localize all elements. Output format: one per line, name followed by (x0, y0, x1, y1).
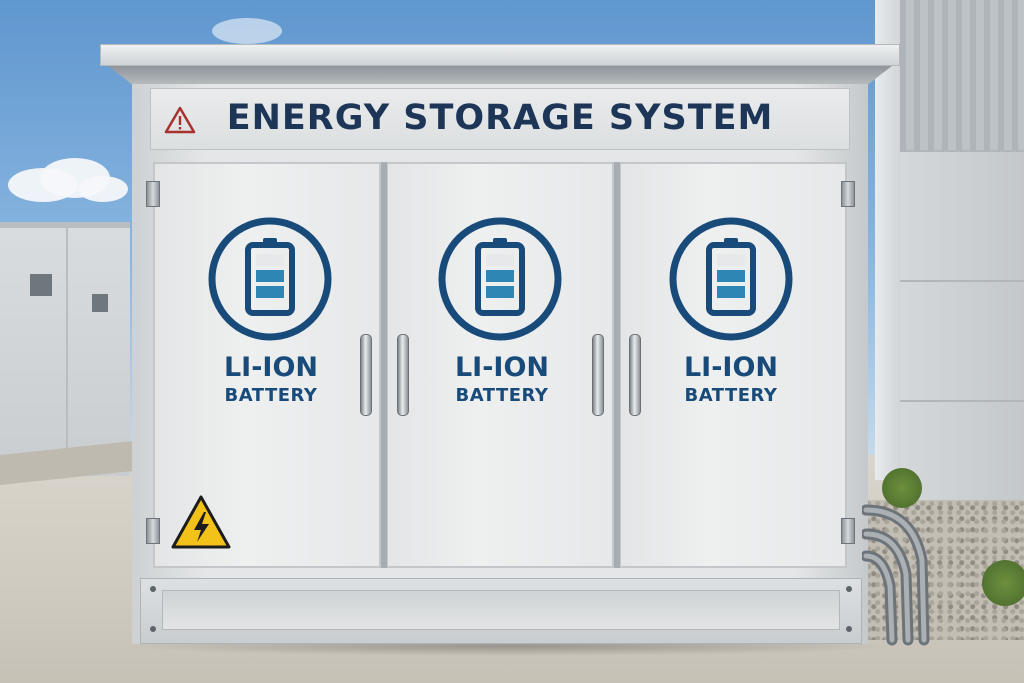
high-voltage-warning-icon (171, 495, 231, 549)
battery-icon (438, 217, 562, 341)
cabinet-banner (150, 88, 850, 150)
shrub (882, 468, 922, 508)
bolt (846, 626, 852, 632)
right-building-cladding (900, 0, 1024, 150)
door-hinge (146, 518, 160, 544)
door-label-primary: LI-ION (454, 352, 550, 383)
door-label-primary: LI-ION (223, 352, 319, 383)
door-label-primary: LI-ION (683, 352, 779, 383)
door-gap (381, 162, 387, 568)
cloud (212, 18, 282, 44)
roof-underside (108, 66, 892, 84)
warning-triangle-icon (164, 106, 196, 134)
bolt (150, 586, 156, 592)
cabinet-roof (100, 44, 900, 66)
bolt (150, 626, 156, 632)
door-label-secondary: BATTERY (455, 385, 549, 406)
wall-seam (66, 228, 68, 476)
door-handle[interactable] (592, 334, 604, 416)
door-handle[interactable] (397, 334, 409, 416)
cabinet-door[interactable] (619, 162, 847, 568)
door-label-secondary: BATTERY (684, 385, 778, 406)
door-label-secondary: BATTERY (224, 385, 318, 406)
door-gap (614, 162, 620, 568)
shrub (982, 560, 1024, 606)
door-hinge (841, 181, 855, 207)
wall-vent (30, 274, 52, 296)
wall-seam (900, 400, 1024, 402)
cable-conduits (862, 504, 930, 646)
left-building (0, 222, 130, 476)
door-hinge (841, 518, 855, 544)
battery-icon (208, 217, 332, 341)
battery-icon (669, 217, 793, 341)
banner-title: ENERGY STORAGE SYSTEM (226, 98, 774, 138)
door-handle[interactable] (629, 334, 641, 416)
wall-vent (92, 294, 108, 312)
plinth-panel (162, 590, 840, 630)
door-hinge (146, 181, 160, 207)
right-building-column (875, 0, 903, 480)
cabinet-door[interactable] (153, 162, 381, 568)
wall-seam (900, 280, 1024, 282)
cloud (78, 176, 128, 202)
bolt (846, 586, 852, 592)
cabinet-door[interactable] (386, 162, 614, 568)
wall-seam (900, 150, 1024, 152)
door-handle[interactable] (360, 334, 372, 416)
